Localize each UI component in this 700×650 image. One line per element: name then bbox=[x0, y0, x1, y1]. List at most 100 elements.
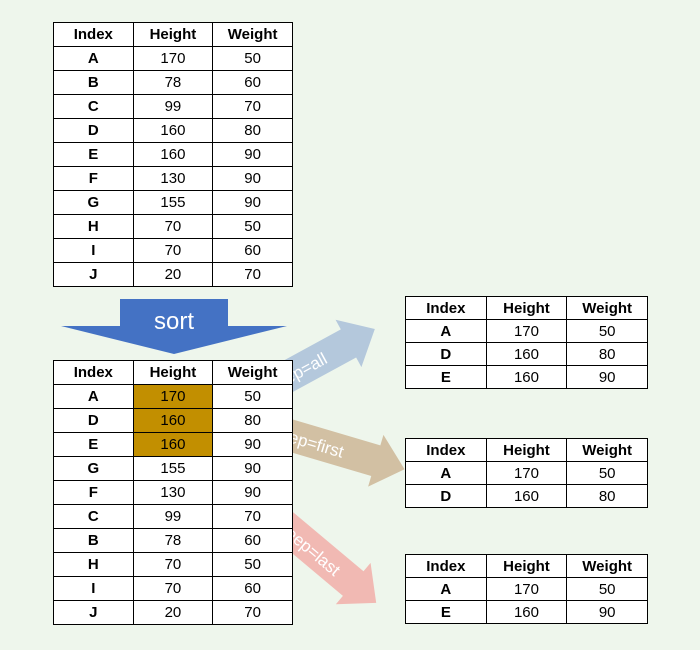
index-cell: F bbox=[53, 166, 134, 191]
weight-cell: 80 bbox=[566, 484, 648, 508]
height-cell: 99 bbox=[132, 504, 214, 529]
height-cell: 78 bbox=[132, 528, 214, 553]
weight-cell: 90 bbox=[212, 166, 293, 191]
height-cell: 170 bbox=[485, 319, 568, 343]
weight-cell: 50 bbox=[212, 552, 293, 577]
index-cell: D bbox=[53, 118, 134, 143]
height-cell: 70 bbox=[132, 214, 214, 239]
index-cell: I bbox=[53, 238, 134, 263]
weight-cell: 90 bbox=[566, 365, 648, 389]
index-cell: H bbox=[53, 214, 134, 239]
index-cell: G bbox=[53, 456, 134, 481]
index-cell: H bbox=[53, 552, 134, 577]
weight-cell: 70 bbox=[212, 94, 293, 119]
height-cell: 170 bbox=[132, 384, 214, 409]
header-weight: Weight bbox=[566, 554, 648, 578]
weight-cell: 90 bbox=[212, 190, 293, 215]
height-cell: 130 bbox=[132, 166, 214, 191]
header-index: Index bbox=[405, 296, 487, 320]
height-cell: 160 bbox=[132, 142, 214, 167]
index-cell: B bbox=[53, 528, 134, 553]
header-weight: Weight bbox=[566, 296, 648, 320]
header-row: Index Height Weight bbox=[405, 438, 648, 462]
index-cell: B bbox=[53, 70, 134, 95]
height-cell: 160 bbox=[132, 432, 214, 457]
weight-cell: 90 bbox=[212, 142, 293, 167]
index-cell: A bbox=[53, 384, 134, 409]
header-row: Index Height Weight bbox=[53, 22, 293, 47]
weight-cell: 60 bbox=[212, 528, 293, 553]
height-cell: 170 bbox=[485, 577, 568, 601]
weight-cell: 90 bbox=[566, 600, 648, 624]
index-cell: F bbox=[53, 480, 134, 505]
sort-label: sort bbox=[154, 308, 194, 335]
index-cell: D bbox=[53, 408, 134, 433]
index-cell: J bbox=[53, 600, 134, 625]
index-cell: G bbox=[53, 190, 134, 215]
index-cell: A bbox=[405, 577, 487, 601]
weight-cell: 50 bbox=[212, 46, 293, 71]
height-cell: 20 bbox=[132, 600, 214, 625]
weight-cell: 70 bbox=[212, 600, 293, 625]
height-cell: 70 bbox=[132, 552, 214, 577]
header-index: Index bbox=[53, 360, 134, 385]
height-cell: 160 bbox=[132, 118, 214, 143]
header-row: Index Height Weight bbox=[405, 296, 648, 320]
index-cell: E bbox=[53, 142, 134, 167]
height-cell: 155 bbox=[132, 190, 214, 215]
index-cell: C bbox=[53, 94, 134, 119]
weight-cell: 90 bbox=[212, 432, 293, 457]
weight-cell: 50 bbox=[566, 577, 648, 601]
index-cell: I bbox=[53, 576, 134, 601]
weight-cell: 90 bbox=[212, 456, 293, 481]
header-weight: Weight bbox=[566, 438, 648, 462]
height-cell: 160 bbox=[485, 600, 568, 624]
height-cell: 130 bbox=[132, 480, 214, 505]
index-cell: D bbox=[405, 484, 487, 508]
weight-cell: 60 bbox=[212, 238, 293, 263]
weight-cell: 80 bbox=[212, 408, 293, 433]
header-row: Index Height Weight bbox=[53, 360, 293, 385]
weight-cell: 50 bbox=[212, 384, 293, 409]
index-cell: A bbox=[405, 461, 487, 485]
weight-cell: 80 bbox=[212, 118, 293, 143]
index-cell: A bbox=[53, 46, 134, 71]
header-height: Height bbox=[132, 22, 214, 47]
index-cell: J bbox=[53, 262, 134, 287]
height-cell: 160 bbox=[132, 408, 214, 433]
header-height: Height bbox=[485, 438, 568, 462]
header-height: Height bbox=[132, 360, 214, 385]
index-cell: E bbox=[405, 365, 487, 389]
header-index: Index bbox=[405, 554, 487, 578]
header-row: Index Height Weight bbox=[405, 554, 648, 578]
height-cell: 170 bbox=[485, 461, 568, 485]
index-cell: E bbox=[53, 432, 134, 457]
weight-cell: 60 bbox=[212, 70, 293, 95]
height-cell: 160 bbox=[485, 342, 568, 366]
index-cell: A bbox=[405, 319, 487, 343]
height-cell: 70 bbox=[132, 576, 214, 601]
height-cell: 160 bbox=[485, 484, 568, 508]
header-index: Index bbox=[53, 22, 134, 47]
